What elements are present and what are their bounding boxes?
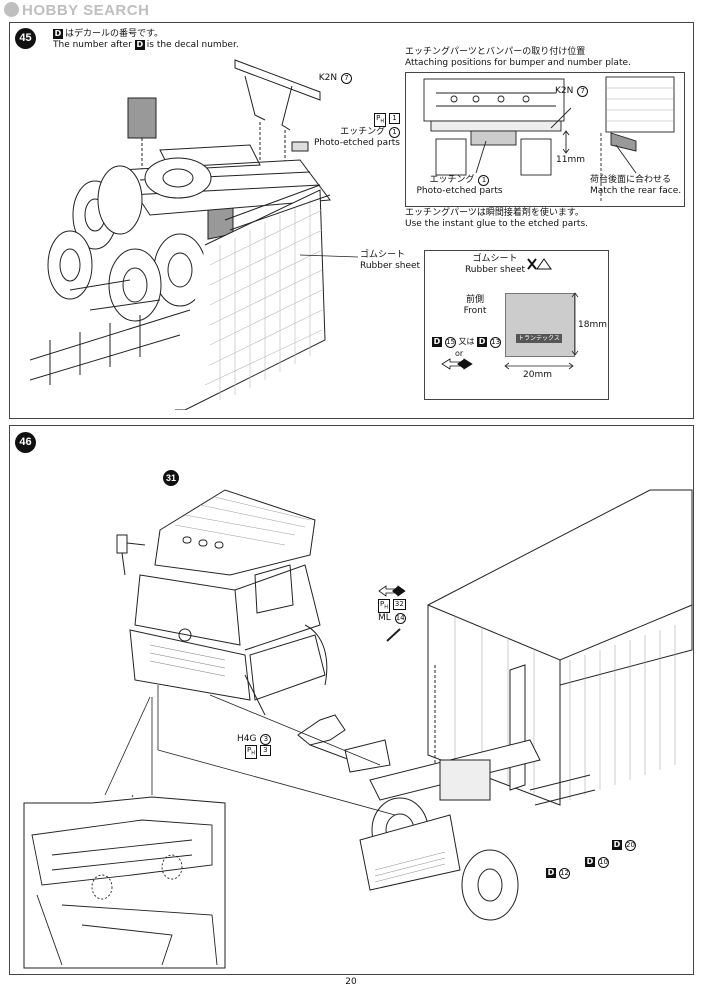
truck-cab-drawing (116, 489, 328, 716)
decal-icon: D (134, 40, 145, 50)
logo-mark-icon (4, 2, 19, 17)
rubber-sheet-label: ゴムシート Rubber sheet (360, 250, 421, 271)
inset2-rubber-label: ゴムシート Rubber sheet (464, 254, 526, 275)
ml-part-label: PH 32 ML 14 (378, 599, 406, 625)
h4g-part-label: H4G 3 PH 3 (237, 734, 272, 760)
step-45-drawing (30, 59, 331, 410)
inset2-box (424, 250, 609, 400)
dim-20mm: 20mm (523, 370, 552, 380)
photo-etched-icon: PH (245, 745, 257, 760)
inset1-box (405, 72, 685, 207)
interior-detail-inset (23, 795, 226, 969)
sheet-decal: トランテックス (516, 334, 562, 343)
inset1-dim-11: 11mm (556, 155, 585, 165)
inset1-drawing (423, 76, 675, 203)
step-46-panel (9, 425, 694, 975)
ref-31-badge: 31 (163, 470, 179, 486)
double-arrow-icon (441, 358, 473, 370)
inset1-etching-label: エッチング 1 Photo-etched parts (416, 175, 503, 196)
k2n-part-label: K2N 7 (292, 73, 352, 84)
etching-part-label: PH 1 エッチング 1 Photo-etched parts (313, 113, 400, 149)
decal-or-en: or (455, 349, 464, 358)
inset2-dimensions (504, 292, 579, 370)
step-46-number: 46 (15, 432, 36, 453)
trailer-body-drawing (427, 489, 693, 806)
hobby-search-watermark: HOBBY SEARCH (4, 2, 149, 19)
double-arrow-icon (378, 585, 406, 597)
bracket-part-drawing (297, 714, 391, 773)
step-45-number: 45 (15, 28, 36, 49)
dim-18mm: 18mm (578, 320, 607, 330)
chassis-drawing (359, 739, 596, 921)
page-number: 20 (345, 977, 357, 987)
rubber-sheet-sample: トランテックス (505, 293, 575, 357)
step-45-panel (9, 22, 694, 419)
detail-callout-lines (104, 696, 153, 796)
photo-etched-icon: PH (374, 113, 387, 128)
inset1-k2n-label: K2N 7 (555, 86, 589, 97)
rubber-sheet-leader (300, 254, 359, 258)
glue-note: エッチングパーツは瞬間接着剤を使います。 Use the instant glu… (405, 208, 589, 229)
assembly-leaders (157, 685, 396, 816)
inset1-match-label: 荷台後面に合わせる Match the rear face. (590, 175, 682, 196)
ml-pin-drawing (386, 628, 401, 642)
photo-etched-icon: PH (378, 599, 390, 614)
inset1-title: エッチングパーツとバンパーの取り付け位置 Attaching positions… (405, 47, 631, 68)
inset2-front-label: 前側 Front (463, 295, 487, 316)
decal-icon: D (53, 29, 63, 39)
no-fire-icon (527, 258, 552, 270)
